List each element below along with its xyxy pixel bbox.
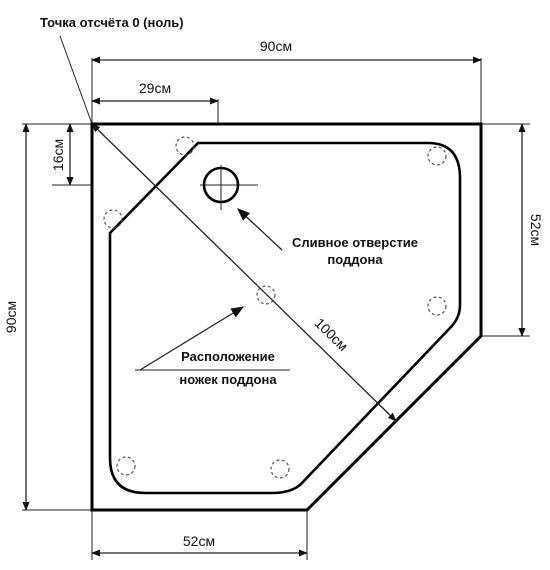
feet-label-line2: ножек поддона: [179, 372, 277, 387]
drain-offset-y-label: 16см: [50, 139, 66, 171]
callout-arrows: [135, 208, 290, 371]
origin-leader: [59, 35, 93, 125]
drain-callout-arrow: [237, 208, 283, 251]
drain-label-line1: Сливное отверстие: [292, 235, 418, 250]
foot-marker: [427, 146, 447, 166]
drain-label-line2: поддона: [327, 252, 383, 267]
feet-callout-arrow: [139, 306, 245, 371]
dimension-lines: [22, 35, 526, 557]
foot-marker: [427, 296, 447, 316]
origin-point-label: Точка отсчёта 0 (ноль): [40, 15, 184, 30]
width-top-label: 90см: [260, 38, 292, 54]
height-left-label: 90см: [3, 301, 19, 333]
dim-diagonal: [91, 123, 397, 422]
foot-marker: [116, 456, 136, 476]
bottom-side-label: 52см: [183, 533, 215, 549]
drain-offset-x-label: 29см: [139, 80, 171, 96]
tray-inner-basin: [108, 141, 462, 495]
foot-marker: [270, 459, 290, 479]
feet-label-line1: Расположение: [181, 349, 275, 364]
right-side-label: 52см: [528, 214, 544, 246]
